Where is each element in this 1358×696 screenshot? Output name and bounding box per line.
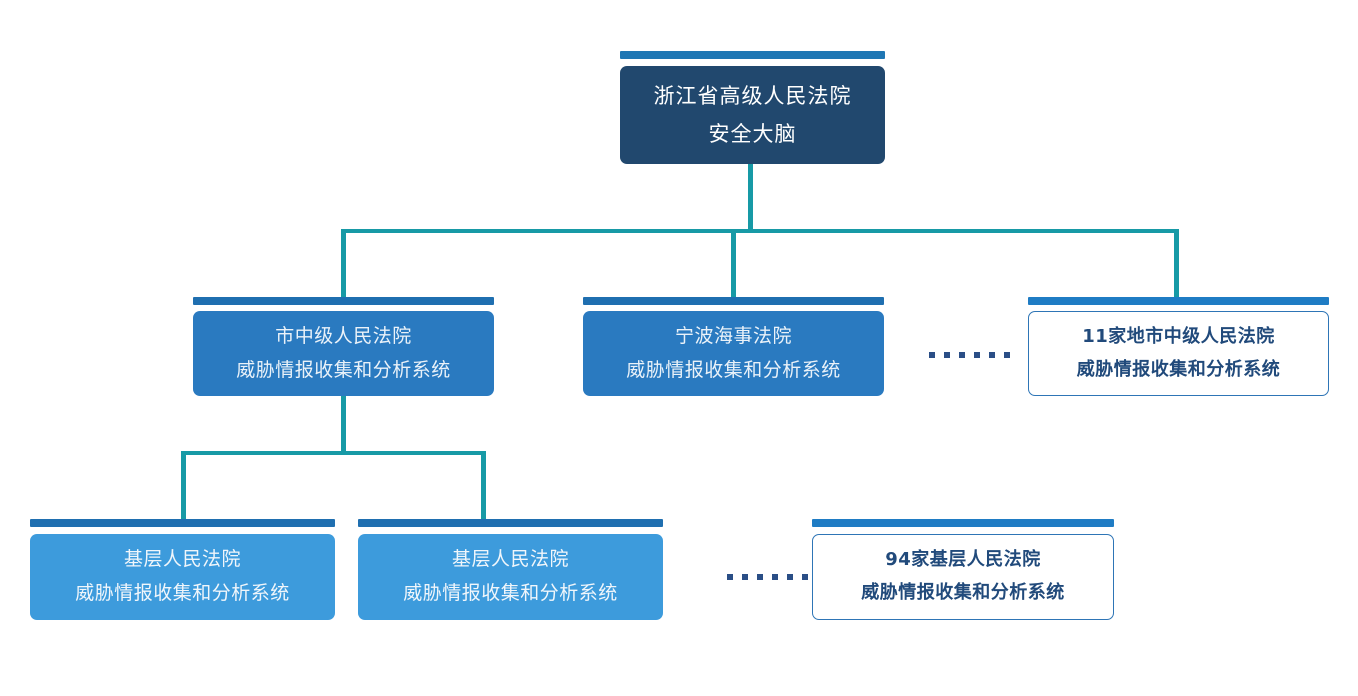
node-root-body: 浙江省高级人民法院 安全大脑 bbox=[620, 66, 885, 164]
node-title-line2: 威胁情报收集和分析系统 bbox=[236, 358, 451, 381]
node-title-line2: 威胁情报收集和分析系统 bbox=[1076, 358, 1281, 380]
node-accent-bar bbox=[193, 297, 494, 305]
node-body: 宁波海事法院 威胁情报收集和分析系统 bbox=[583, 311, 884, 396]
connector-drop-middle bbox=[731, 229, 736, 297]
node-body: 94家基层人民法院 威胁情报收集和分析系统 bbox=[812, 534, 1114, 620]
ellipsis-dot bbox=[989, 352, 995, 358]
node-accent-bar bbox=[583, 297, 884, 305]
ellipsis-dot bbox=[974, 352, 980, 358]
node-title-line1: 11家地市中级人民法院 bbox=[1082, 325, 1275, 347]
connector-level1-stem bbox=[341, 396, 346, 454]
connector-drop-left bbox=[341, 229, 346, 297]
node-ningbo-maritime-court[interactable]: 宁波海事法院 威胁情报收集和分析系统 bbox=[583, 297, 884, 396]
ellipsis-level1 bbox=[929, 352, 1010, 358]
node-title-line1: 基层人民法院 bbox=[451, 548, 569, 571]
node-root-accent-bar bbox=[620, 51, 885, 59]
node-accent-bar bbox=[30, 519, 335, 527]
node-basic-peoples-court-2[interactable]: 基层人民法院 威胁情报收集和分析系统 bbox=[358, 519, 663, 620]
node-title-line2: 威胁情报收集和分析系统 bbox=[861, 582, 1065, 603]
node-title-line1: 94家基层人民法院 bbox=[885, 549, 1041, 571]
node-title-line1: 基层人民法院 bbox=[123, 548, 241, 571]
node-94-basic-peoples-courts[interactable]: 94家基层人民法院 威胁情报收集和分析系统 bbox=[812, 519, 1114, 620]
node-title-line1: 市中级人民法院 bbox=[275, 324, 412, 347]
node-body: 基层人民法院 威胁情报收集和分析系统 bbox=[358, 534, 663, 620]
connector-level2-bus bbox=[181, 451, 485, 455]
node-title-line2: 威胁情报收集和分析系统 bbox=[403, 582, 618, 604]
ellipsis-dot bbox=[772, 574, 778, 580]
node-basic-peoples-court-1[interactable]: 基层人民法院 威胁情报收集和分析系统 bbox=[30, 519, 335, 620]
node-title-line1: 宁波海事法院 bbox=[674, 324, 792, 347]
node-accent-bar bbox=[358, 519, 663, 527]
ellipsis-dot bbox=[802, 574, 808, 580]
node-root-line1: 浙江省高级人民法院 bbox=[653, 84, 852, 109]
connector-drop-bottom-right bbox=[481, 451, 486, 519]
ellipsis-dot bbox=[757, 574, 763, 580]
node-11-prefecture-intermediate-courts[interactable]: 11家地市中级人民法院 威胁情报收集和分析系统 bbox=[1028, 297, 1329, 396]
ellipsis-dot bbox=[959, 352, 965, 358]
node-accent-bar bbox=[1028, 297, 1329, 305]
node-city-intermediate-court[interactable]: 市中级人民法院 威胁情报收集和分析系统 bbox=[193, 297, 494, 396]
node-title-line2: 威胁情报收集和分析系统 bbox=[626, 358, 841, 381]
connector-drop-right bbox=[1174, 229, 1179, 297]
node-body: 基层人民法院 威胁情报收集和分析系统 bbox=[30, 534, 335, 620]
ellipsis-dot bbox=[929, 352, 935, 358]
ellipsis-dot bbox=[727, 574, 733, 580]
connector-drop-bottom-left bbox=[181, 451, 186, 519]
connector-level1-bus bbox=[341, 229, 1179, 233]
ellipsis-dot bbox=[787, 574, 793, 580]
node-title-line2: 威胁情报收集和分析系统 bbox=[75, 582, 290, 604]
connector-root-stem bbox=[748, 164, 753, 232]
ellipsis-dot bbox=[1004, 352, 1010, 358]
ellipsis-dot bbox=[944, 352, 950, 358]
node-root-line2: 安全大脑 bbox=[708, 121, 797, 146]
node-body: 11家地市中级人民法院 威胁情报收集和分析系统 bbox=[1028, 311, 1329, 396]
ellipsis-dot bbox=[742, 574, 748, 580]
node-accent-bar bbox=[812, 519, 1114, 527]
ellipsis-level2 bbox=[727, 574, 808, 580]
node-body: 市中级人民法院 威胁情报收集和分析系统 bbox=[193, 311, 494, 396]
node-root[interactable]: 浙江省高级人民法院 安全大脑 bbox=[620, 51, 885, 164]
